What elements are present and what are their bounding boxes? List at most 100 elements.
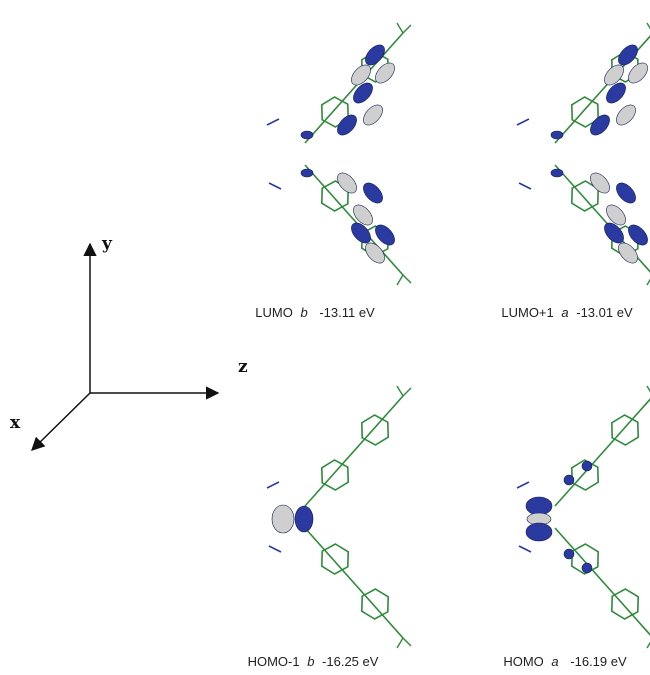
orbital-lobe [581,562,593,574]
orbital-energy: -16.19 eV [570,654,627,669]
orbital-energy: -16.25 eV [322,654,379,669]
molecule-homo-minus-1 [266,385,412,649]
orbital-lobe [604,222,624,244]
orbital-symmetry: b [307,654,314,669]
orbital-lobe [590,114,610,136]
bond [396,637,404,649]
orbital-lobe [375,224,395,246]
orbital-name: HOMO [503,654,543,669]
orbital-lobe [618,44,638,66]
orbital-lobe [351,222,371,244]
bond [304,395,404,507]
orbital-lobe [604,64,624,86]
ligand [268,182,282,190]
orbital-lobe [616,104,636,126]
ligand [268,545,282,553]
orbital-lobe [628,62,648,84]
ligand [266,481,280,489]
bond [646,641,650,649]
orbital-energy: -13.01 eV [576,305,633,320]
orbital-lobe [294,505,314,533]
ring [320,459,350,491]
bond [554,398,650,507]
orbital-symmetry: b [300,305,307,320]
ring [610,225,640,257]
orbital-lobe [363,182,383,204]
orbital-lobe [365,242,385,264]
orbital-lobe [606,82,626,104]
orbital-lobe [628,224,648,246]
orbital-energy: -13.11 eV [319,305,375,320]
ring [570,180,600,212]
orbital-symmetry: a [561,305,568,320]
ring [570,459,600,491]
x-axis-arrow [31,392,91,451]
orbital-lobe [353,204,373,226]
bond [402,637,412,647]
orbital-lobe [606,204,626,226]
ring [570,96,600,128]
panel-homo: HOMO a -16.19 eV [503,385,650,669]
ring [610,51,640,83]
orbital-lobe [550,168,564,178]
coordinate-axes: y z x [10,234,248,451]
panel-lumo-plus-1: LUMO+1 a -13.01 eV [501,22,650,320]
orbital-lobe [271,504,295,534]
orbital-lobe [300,168,314,178]
orbital-lobe [616,182,636,204]
ligand [516,481,530,489]
orbital-lobe [365,44,385,66]
orbital-name: LUMO+1 [501,305,553,320]
bond [304,527,404,639]
ring [360,225,390,257]
bond [304,164,404,276]
x-axis-label: x [10,413,21,433]
bond [402,387,412,397]
orbital-lobe [525,496,553,516]
bond [646,22,650,30]
orbital-name: LUMO [255,305,293,320]
orbital-lobe [300,130,314,140]
panel-caption: HOMO a -16.19 eV [503,654,627,669]
ring [360,414,390,446]
ring [360,51,390,83]
molecule-lumo [266,22,412,286]
bond [304,32,404,144]
bond [396,22,404,34]
z-axis-label: z [238,357,248,377]
orbital-lobe [351,64,371,86]
bond [646,278,650,286]
orbital-lobe [375,62,395,84]
orbital-lobe [618,242,638,264]
bond [396,385,404,397]
molecule-lumo-plus-1 [516,22,650,286]
ligand [516,118,530,126]
orbital-name: HOMO-1 [248,654,300,669]
panel-homo-minus-1: HOMO-1 b -16.25 eV [248,385,412,669]
orbital-lobe [563,474,575,486]
ring [320,180,350,212]
panel-lumo: LUMO b -13.11 eV [255,22,412,320]
orbital-lobe [581,460,593,472]
orbital-lobe [353,82,373,104]
ligand [518,182,532,190]
y-axis-label: y [101,234,113,254]
ring [360,588,390,620]
orbital-lobe [337,172,357,194]
orbital-lobe [563,548,575,560]
ring [610,588,640,620]
bond [646,385,650,393]
panel-caption: LUMO+1 a -13.01 eV [501,305,633,320]
orbital-lobe [550,130,564,140]
bond [402,274,412,284]
ring [570,543,600,575]
molecule-homo [516,385,650,649]
ligand [518,545,532,553]
ring [610,414,640,446]
ligand [266,118,280,126]
orbital-lobe [525,522,553,542]
ring [320,96,350,128]
bond [396,274,404,286]
panel-caption: LUMO b -13.11 eV [255,305,375,320]
